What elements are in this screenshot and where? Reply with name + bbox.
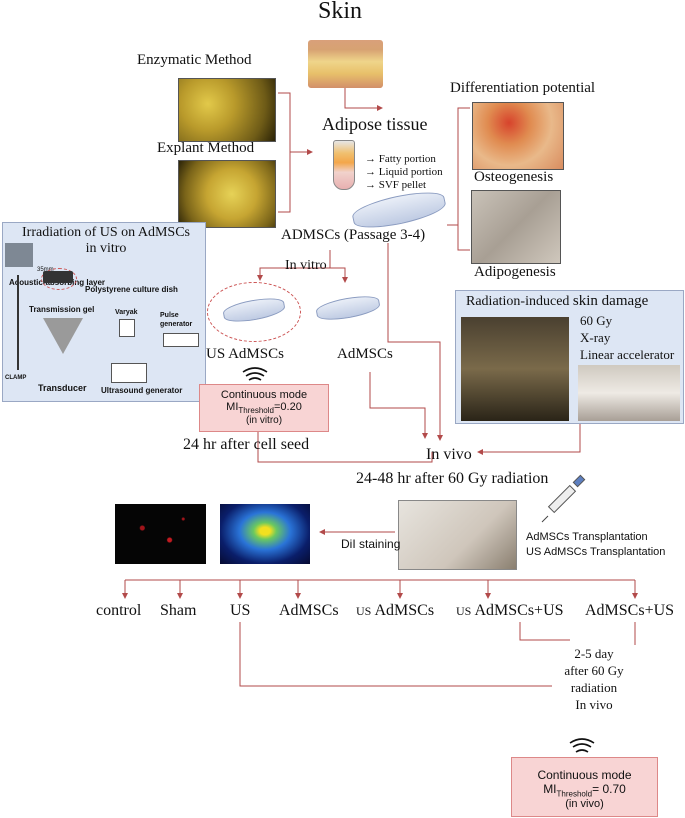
radiation-title: Radiation-induced skin damage [466,293,648,310]
transmission-gel-label: Transmission gel [29,305,95,314]
us-panel-title: Irradiation of US on AdMSCs in vitro [11,225,201,257]
final-time-line3: radiation [570,680,618,695]
group-us-admscs-us-prefix: US [456,604,472,618]
syringe-icon [540,474,600,524]
setup-photo [5,243,33,267]
in-vivo-label: In vivo [426,446,472,463]
final-time-line1: 2-5 day [574,646,614,661]
group-us-admscs-prefix: US [356,604,372,618]
pulse-generator-icon [163,333,199,347]
after-cell-seed-label: 24 hr after cell seed [183,436,310,453]
osteogenesis-label: Osteogenesis [474,169,554,185]
enzymatic-micrograph [178,78,276,142]
mi-in-vivo-sub: Threshold [556,789,593,799]
us-admscs-label: US AdMSCs [206,346,284,362]
irradiated-rat-photo [578,365,680,421]
dish-highlight-circle [41,268,77,290]
radiation-device-label: Linear accelerator [580,347,675,362]
mode-in-vivo-line1: Continuous mode [537,768,632,782]
admscs-transplant-label: AdMSCs Transplantation [526,531,648,543]
group-control: control [96,602,142,619]
mi-in-vitro-sub: Threshold [238,406,274,416]
fatty-portion-label: → Fatty portion [365,153,436,165]
clamp-label: CLAMP [5,375,27,381]
group-admscs-us: AdMSCs+US [585,602,675,619]
culture-dish-icon [43,271,73,283]
after-radiation-label: 24-48 hr after 60 Gy radiation [356,470,549,487]
adipose-tissue-label: Adipose tissue [322,114,428,134]
mi-in-vitro-main: MI [226,401,239,413]
ultrasound-generator-label: Ultrasound generator [101,386,183,395]
radiation-title-b: skin damage [572,293,649,309]
mi-in-vitro-value: =0.20 [273,401,302,413]
differentiation-title: Differentiation potential [450,80,596,96]
mode-in-vitro-line3: (in vitro) [245,415,283,427]
ultrasound-generator-icon [111,363,147,383]
group-us-admscs: US AdMSCs [356,602,434,620]
centrifuge-tube-icon [333,140,355,190]
mode-in-vitro-line1: Continuous mode [220,389,308,401]
diagram-title: Skin [318,0,363,24]
final-time-line2: after 60 Gy [564,663,624,678]
enzymatic-method-label: Enzymatic Method [137,52,252,68]
ultrasound-wave-icon [240,362,270,382]
mi-in-vivo: MIThreshold= 0.70 [512,782,657,798]
transplant-photo [398,500,517,570]
varyak-label: Varyak [115,309,138,316]
dish-size-label: 35mm [37,267,54,273]
liquid-portion-label: → Liquid portion [365,166,443,178]
ultrasound-wave-icon-in-vivo [567,733,597,755]
final-time-line4: In vivo [575,697,613,712]
final-time-label: 2-5 day after 60 Gy radiation In vivo [552,645,636,713]
explant-method-label: Explant Method [157,140,255,156]
mode-in-vivo-line3: (in vivo) [565,798,604,811]
us-dish-highlight [207,282,301,342]
dil-staining-label: DiI staining [341,537,401,551]
radiation-type-label: X-ray [580,330,611,345]
us-irradiation-panel: Irradiation of US on AdMSCs in vitro Aco… [2,222,206,402]
group-sham: Sham [160,602,197,619]
radiation-panel: Radiation-induced skin damage 60 Gy X-ra… [455,290,684,424]
svf-pellet-label: → SVF pellet [365,179,427,191]
group-us-admscs-us: US AdMSCs+US [456,602,564,620]
mode-in-vitro-box: Continuous mode MIThreshold=0.20 (in vit… [199,384,329,432]
dil-fluorescence-image-2 [220,504,310,564]
explant-micrograph [178,160,276,228]
mi-in-vivo-value: = 0.70 [592,782,626,796]
radiation-dose-label: 60 Gy [580,313,613,328]
us-admscs-transplant-label: US AdMSCs Transplantation [526,546,666,558]
mi-in-vivo-main: MI [543,782,557,796]
varyak-device-icon [119,319,135,337]
transducer-label: Transducer [38,383,87,393]
mode-in-vivo-box: Continuous mode MIThreshold= 0.70 (in vi… [511,757,658,817]
mi-in-vitro: MIThreshold=0.20 [200,401,328,415]
osteogenesis-micrograph [472,102,564,170]
group-admscs: AdMSCs [279,602,339,619]
group-us-admscs-us-main: AdMSCs+US [474,602,564,619]
culture-dish-label: Polystyrene culture dish [85,285,178,294]
pulse-generator-label: Pulse generator [160,312,193,328]
adipogenesis-micrograph [471,190,561,264]
transducer-cone-icon [43,318,83,354]
group-us: US [230,602,251,619]
us-panel-title-line1: Irradiation of US on AdMSCs [22,225,190,240]
skin-illustration [308,40,383,88]
adipogenesis-label: Adipogenesis [474,264,556,280]
group-us-admscs-main: AdMSCs [374,602,435,619]
us-panel-title-line2: in vitro [85,241,127,256]
in-vitro-label: In vitro [285,258,327,273]
dil-fluorescence-image-1 [115,504,206,564]
linear-accelerator-photo [461,317,569,421]
clamp-rod [17,275,19,370]
admscs-passage-label: ADMSCs (Passage 3-4) [281,227,426,243]
admscs-label: AdMSCs [337,346,393,362]
radiation-title-a: Radiation-induced [466,294,573,309]
